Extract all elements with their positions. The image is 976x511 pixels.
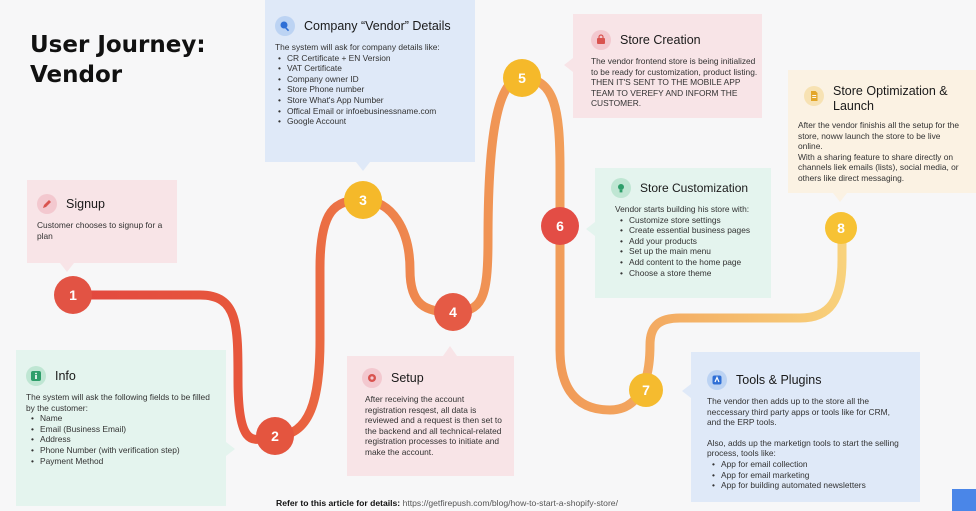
list-item: Store Phone number bbox=[275, 84, 465, 95]
reference-label: Refer to this article for details: bbox=[276, 498, 401, 508]
gear-icon bbox=[362, 368, 382, 388]
step-number: 4 bbox=[449, 304, 457, 320]
list-item: Payment Method bbox=[26, 456, 216, 467]
reference-link[interactable]: https://getfirepush.com/blog/how-to-star… bbox=[402, 498, 618, 508]
card-info-pointer bbox=[226, 442, 235, 456]
list-item: Store What's App Number bbox=[275, 95, 465, 106]
card-store-customization-list: Customize store settings Create essentia… bbox=[605, 215, 761, 279]
list-item: Company owner ID bbox=[275, 74, 465, 85]
store-icon bbox=[591, 30, 611, 50]
card-info-list: Name Email (Business Email) Address Phon… bbox=[26, 413, 216, 466]
step-node-6: 6 bbox=[541, 207, 579, 245]
card-company-pointer bbox=[356, 162, 370, 171]
card-optimization-title-line2: Launch bbox=[833, 99, 875, 113]
step-number: 5 bbox=[518, 70, 526, 86]
info-icon bbox=[26, 366, 46, 386]
card-setup-title: Setup bbox=[391, 370, 424, 385]
list-item: Offical Email or infoebusinessname.com bbox=[275, 106, 465, 117]
card-setup-text: After receiving the account registration… bbox=[365, 394, 502, 457]
card-signup-pointer bbox=[60, 263, 74, 272]
card-tools-plugins: Tools & Plugins The vendor then adds up … bbox=[691, 352, 920, 502]
document-icon bbox=[804, 86, 824, 106]
list-item: Choose a store theme bbox=[615, 268, 761, 279]
card-store-customization: Store Customization Vendor starts buildi… bbox=[595, 168, 771, 298]
reference-footer: Refer to this article for details: https… bbox=[276, 498, 618, 508]
card-store-customization-text: Vendor starts building his store with: bbox=[615, 204, 750, 214]
step-number: 1 bbox=[69, 287, 77, 303]
step-node-7: 7 bbox=[629, 373, 663, 407]
list-item: Phone Number (with verification step) bbox=[26, 445, 216, 456]
card-optimization-title: Store Optimization & Launch bbox=[833, 84, 948, 114]
card-company-list: CR Certificate + EN Version VAT Certific… bbox=[275, 53, 465, 127]
list-item: Set up the main menu bbox=[615, 246, 761, 257]
card-setup: Setup After receiving the account regist… bbox=[347, 356, 514, 476]
card-store-optimization: Store Optimization & Launch After the ve… bbox=[788, 70, 976, 193]
list-item: App for email marketing bbox=[707, 470, 910, 481]
list-item: App for email collection bbox=[707, 459, 910, 470]
step-node-1: 1 bbox=[54, 276, 92, 314]
card-tools-list: App for email collection App for email m… bbox=[701, 459, 910, 491]
card-store-creation-title: Store Creation bbox=[620, 32, 701, 47]
list-item: Google Account bbox=[275, 116, 465, 127]
list-item: Add content to the home page bbox=[615, 257, 761, 268]
card-store-creation-text: The vendor frontend store is being initi… bbox=[591, 56, 758, 109]
corner-action-button[interactable] bbox=[952, 489, 976, 511]
card-tools-text: The vendor then adds up to the store all… bbox=[707, 396, 890, 428]
list-item: Add your products bbox=[615, 236, 761, 247]
page-title-line1: User Journey: bbox=[30, 32, 206, 58]
step-node-4: 4 bbox=[434, 293, 472, 331]
step-number: 3 bbox=[359, 192, 367, 208]
card-tools-text2: Also, adds up the marketign tools to sta… bbox=[707, 437, 899, 459]
list-item: Name bbox=[26, 413, 216, 424]
card-tools-pointer bbox=[682, 384, 691, 398]
list-item: Email (Business Email) bbox=[26, 424, 216, 435]
list-item: VAT Certificate bbox=[275, 63, 465, 74]
step-node-3: 3 bbox=[344, 181, 382, 219]
card-info-text: The system will ask the following fields… bbox=[26, 392, 210, 413]
card-optimization-pointer bbox=[833, 193, 847, 202]
card-store-customization-title: Store Customization bbox=[640, 180, 749, 195]
step-number: 6 bbox=[556, 218, 564, 234]
list-item: Create essential business pages bbox=[615, 225, 761, 236]
step-node-5: 5 bbox=[503, 59, 541, 97]
card-store-customization-pointer bbox=[586, 222, 595, 236]
card-optimization-text2: With a sharing feature to share directly… bbox=[798, 151, 959, 183]
step-number: 8 bbox=[837, 220, 845, 236]
card-store-creation: Store Creation The vendor frontend store… bbox=[573, 14, 762, 118]
card-tools-title: Tools & Plugins bbox=[736, 372, 822, 387]
pencil-icon bbox=[37, 194, 57, 214]
card-signup-text: Customer chooses to signup for a plan bbox=[37, 220, 163, 241]
card-store-creation-pointer bbox=[564, 58, 573, 72]
step-number: 2 bbox=[271, 428, 279, 444]
step-node-2: 2 bbox=[256, 417, 294, 455]
card-setup-pointer bbox=[443, 346, 457, 356]
search-icon bbox=[275, 16, 295, 36]
page-title: User Journey: Vendor bbox=[30, 30, 206, 90]
card-optimization-text: After the vendor finishis all the setup … bbox=[798, 120, 960, 152]
list-item: Customize store settings bbox=[615, 215, 761, 226]
step-number: 7 bbox=[642, 382, 650, 398]
card-signup-title: Signup bbox=[66, 196, 105, 211]
step-node-8: 8 bbox=[825, 212, 857, 244]
list-item: App for building automated newsletters bbox=[707, 480, 910, 491]
card-optimization-title-line1: Store Optimization & bbox=[833, 84, 948, 98]
list-item: Address bbox=[26, 434, 216, 445]
card-signup: Signup Customer chooses to signup for a … bbox=[27, 180, 177, 263]
card-company-text: The system will ask for company details … bbox=[275, 42, 440, 52]
page-title-line2: Vendor bbox=[30, 62, 123, 88]
card-info-title: Info bbox=[55, 368, 76, 383]
lightbulb-icon bbox=[611, 178, 631, 198]
list-item: CR Certificate + EN Version bbox=[275, 53, 465, 64]
card-company-details: Company “Vendor” Details The system will… bbox=[265, 0, 475, 162]
plugin-icon bbox=[707, 370, 727, 390]
card-company-title: Company “Vendor” Details bbox=[304, 18, 451, 33]
card-info: Info The system will ask the following f… bbox=[16, 350, 226, 506]
